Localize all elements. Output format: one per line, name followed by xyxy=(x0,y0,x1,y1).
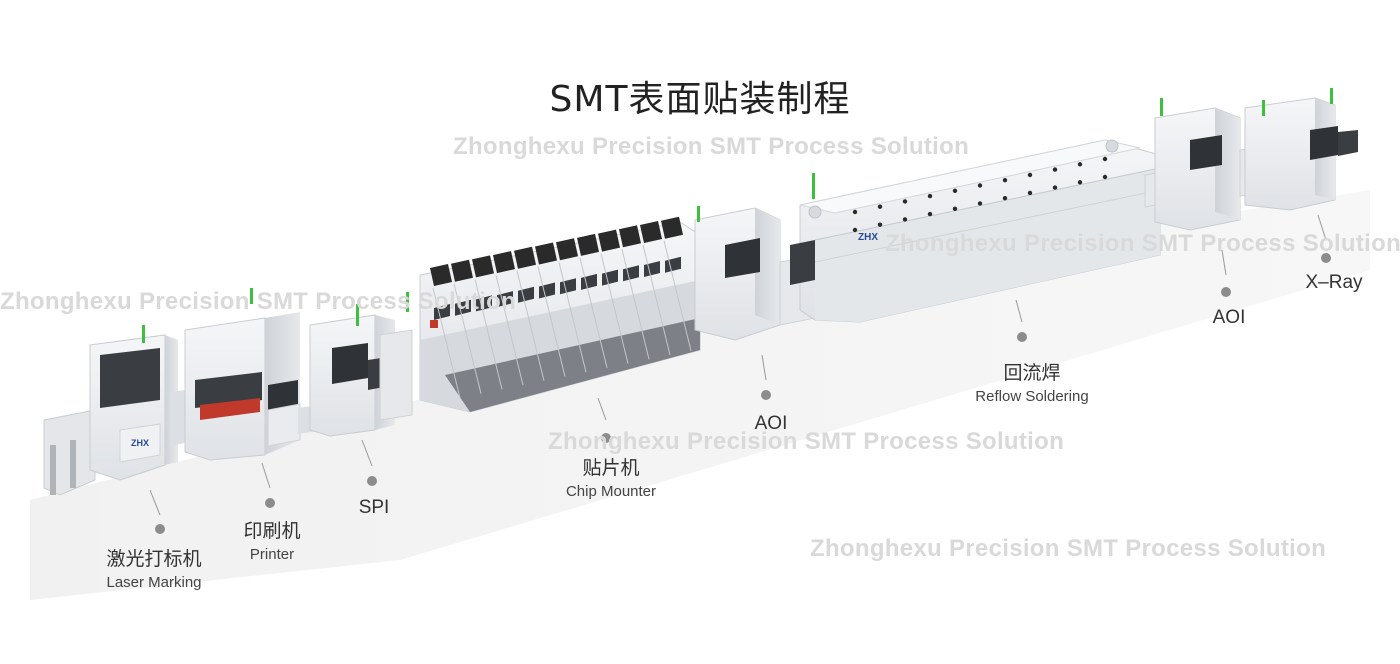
station-name-en: SPI xyxy=(358,497,390,518)
laser-marking-machine: ZHX xyxy=(43,325,178,496)
station-name-en: Printer xyxy=(249,546,295,563)
spi-machine xyxy=(298,292,413,437)
page-title: SMT表面贴装制程 xyxy=(549,79,851,120)
floor-shadow xyxy=(30,190,1370,600)
station-label-reflow: 回流焊 Reflow Soldering xyxy=(975,360,1088,408)
feeder-cover xyxy=(514,246,536,269)
oven-vent xyxy=(927,211,933,217)
station-name-en: X–Ray xyxy=(1305,272,1363,293)
feeder-cover xyxy=(619,225,641,248)
station-label-xray: X–Ray xyxy=(1305,272,1362,294)
oven-vent xyxy=(1102,174,1108,180)
station-name-zh: 激光打标机 xyxy=(106,548,202,570)
watermark-text: Zhonghexu Precision SMT Process Solution xyxy=(548,428,1065,455)
oven-vent xyxy=(902,199,908,204)
station-name-en: Reflow Soldering xyxy=(975,388,1089,405)
aoi-machine-2 xyxy=(1144,98,1241,231)
station-name-en: AOI xyxy=(754,413,788,434)
oven-vent xyxy=(1077,162,1083,167)
station-name-en: Chip Mounter xyxy=(565,483,657,500)
station-name-zh: 印刷机 xyxy=(243,520,301,542)
reflow-oven: ZHX xyxy=(790,139,1161,323)
station-label-aoi-1: AOI xyxy=(755,413,788,435)
watermark-text: Zhonghexu Precision SMT Process Solution xyxy=(810,535,1327,562)
oven-vent xyxy=(952,206,958,211)
chip-mounter-machines xyxy=(419,216,701,413)
station-name-en: AOI xyxy=(1212,307,1246,328)
station-label-mounter: 贴片机 Chip Mounter xyxy=(566,455,656,503)
oven-vent xyxy=(977,201,983,206)
oven-vent xyxy=(952,188,958,193)
feeder-cover xyxy=(556,238,578,261)
oven-vent xyxy=(1002,196,1008,201)
station-label-aoi-2: AOI xyxy=(1213,307,1246,329)
oven-vent xyxy=(1052,185,1058,190)
oven-vent xyxy=(877,204,883,209)
feeder-cover xyxy=(640,221,662,243)
feeder-cover xyxy=(472,255,494,278)
oven-vent xyxy=(1027,190,1033,196)
feeder-cover xyxy=(661,216,683,239)
oven-vent xyxy=(852,227,858,233)
printer-machine xyxy=(170,288,301,461)
oven-vent xyxy=(1052,167,1058,172)
oven-vent xyxy=(1077,180,1083,185)
station-name-en: Laser Marking xyxy=(106,574,202,591)
station-label-spi: SPI xyxy=(359,497,390,519)
feeder-cover xyxy=(598,229,620,252)
watermark-text: Zhonghexu Precision SMT Process Solution xyxy=(453,133,970,160)
station-name-zh: 贴片机 xyxy=(582,457,640,479)
oven-vent xyxy=(852,209,858,215)
xray-machine xyxy=(1239,88,1358,211)
oven-vent xyxy=(1102,156,1108,162)
feeder-cover xyxy=(430,264,452,286)
station-label-laser: 激光打标机 Laser Marking xyxy=(106,546,201,594)
watermark-text: Zhonghexu Precision SMT Process Solution xyxy=(0,288,517,315)
brand-mark: ZHX xyxy=(131,438,149,448)
brand-mark: ZHX xyxy=(858,232,878,243)
feeder-cover xyxy=(493,251,515,274)
feeder-cover xyxy=(535,242,557,265)
oven-vent xyxy=(1027,172,1033,178)
feeder-cover xyxy=(451,259,473,282)
leader-lines xyxy=(149,214,1327,516)
feeder-cover xyxy=(577,233,599,256)
oven-vent xyxy=(1002,178,1008,183)
oven-vent xyxy=(977,183,983,188)
station-label-printer: 印刷机 Printer xyxy=(243,518,300,566)
oven-vent xyxy=(877,222,883,227)
oven-vent xyxy=(927,193,933,199)
leader-dots xyxy=(155,253,1331,534)
watermark-text: Zhonghexu Precision SMT Process Solution xyxy=(885,230,1400,257)
oven-vent xyxy=(902,217,908,222)
station-name-zh: 回流焊 xyxy=(1003,362,1061,384)
